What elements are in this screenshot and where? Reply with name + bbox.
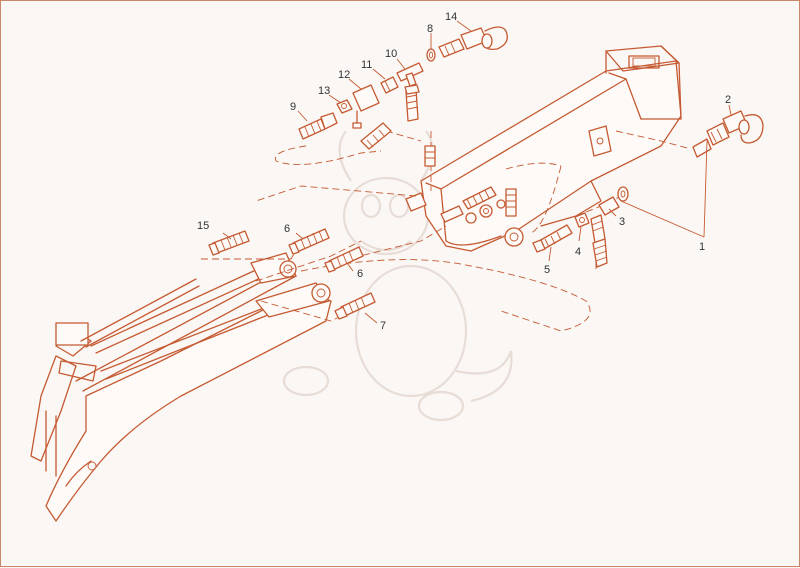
part-4-nut bbox=[574, 212, 590, 228]
part-11-adapter bbox=[380, 76, 399, 94]
callout-11: 11 bbox=[361, 59, 372, 71]
arm-assembly bbox=[420, 45, 682, 252]
part-14-coupler bbox=[438, 26, 508, 58]
part-5-fitting bbox=[532, 224, 573, 253]
callout-5: 5 bbox=[544, 264, 550, 276]
arm-fittings bbox=[405, 186, 517, 223]
callout-3: 3 bbox=[619, 216, 625, 228]
callout-15: 15 bbox=[197, 220, 209, 232]
callout-8: 8 bbox=[427, 23, 433, 35]
callout-labels: 1 2 3 4 5 6 6 7 8 9 10 11 12 13 14 15 bbox=[197, 11, 731, 332]
callout-12: 12 bbox=[338, 69, 350, 81]
part-7-fitting bbox=[334, 292, 376, 320]
callout-9: 9 bbox=[290, 101, 296, 113]
callout-6-upper: 6 bbox=[284, 223, 290, 235]
callout-2: 2 bbox=[725, 94, 731, 106]
boom-assembly bbox=[30, 252, 332, 522]
hose-routing-lines bbox=[201, 130, 692, 332]
part-8-washer bbox=[426, 48, 436, 62]
callout-7: 7 bbox=[380, 320, 386, 332]
callout-14: 14 bbox=[445, 11, 457, 23]
part-3-washer bbox=[617, 186, 629, 202]
leader-lines bbox=[222, 20, 732, 324]
part-15-fitting bbox=[208, 230, 250, 256]
part-3-tee bbox=[590, 196, 620, 268]
callout-1: 1 bbox=[699, 241, 705, 253]
part-6-fitting-upper bbox=[288, 228, 330, 255]
standing-fittings bbox=[360, 84, 436, 167]
part-2-coupler bbox=[692, 110, 764, 158]
callout-10: 10 bbox=[385, 48, 397, 60]
callout-4: 4 bbox=[575, 246, 581, 258]
part-10-tee bbox=[396, 62, 424, 87]
callout-13: 13 bbox=[318, 85, 330, 97]
part-9-fitting bbox=[298, 112, 338, 140]
part-6-fitting-lower bbox=[324, 246, 364, 273]
callout-6-lower: 6 bbox=[357, 268, 363, 280]
part-12-valve bbox=[352, 84, 380, 129]
